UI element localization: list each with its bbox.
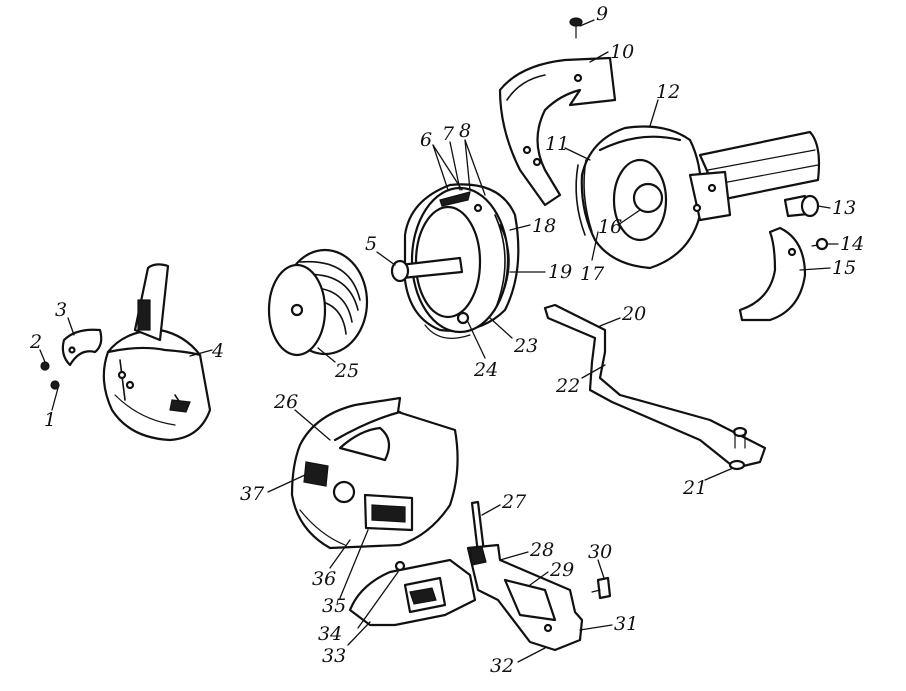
label-26: 26 (273, 391, 298, 413)
part-labels: 1 2 3 4 5 6 7 8 9 10 11 12 13 14 15 16 1… (29, 3, 864, 677)
label-11: 11 (545, 133, 569, 155)
label-1: 1 (44, 409, 56, 431)
label-35: 35 (322, 595, 346, 617)
label-12: 12 (656, 81, 680, 103)
label-10: 10 (610, 41, 634, 63)
part-screw-2 (40, 361, 50, 371)
label-13: 13 (832, 197, 856, 219)
label-37: 37 (240, 483, 265, 505)
label-27: 27 (501, 491, 527, 513)
label-8: 8 (459, 120, 471, 142)
label-30: 30 (588, 541, 612, 563)
part-pin (470, 500, 486, 555)
label-14: 14 (840, 233, 864, 255)
part-screw-30 (591, 576, 612, 600)
label-9: 9 (596, 3, 608, 25)
label-19: 19 (548, 261, 572, 283)
label-18: 18 (532, 215, 556, 237)
label-33: 33 (322, 645, 346, 667)
label-25: 25 (334, 360, 359, 382)
leader-lines (39, 19, 839, 663)
label-28: 28 (529, 539, 554, 561)
part-screw-14 (811, 237, 829, 251)
part-hook-holder (575, 125, 821, 270)
part-shoe (738, 226, 807, 322)
part-bracket (498, 56, 617, 207)
part-lever (543, 303, 767, 471)
label-4: 4 (211, 340, 224, 362)
part-plate (466, 543, 584, 652)
label-34: 34 (318, 623, 342, 645)
part-hook-body (290, 396, 459, 550)
label-6: 6 (420, 129, 432, 151)
label-31: 31 (614, 613, 638, 635)
label-5: 5 (365, 233, 377, 255)
label-17: 17 (580, 263, 605, 285)
label-32: 32 (490, 655, 514, 677)
label-20: 20 (621, 303, 646, 325)
label-29: 29 (549, 559, 574, 581)
part-bobbin-case (102, 263, 212, 442)
label-15: 15 (832, 257, 856, 279)
part-screw-9 (569, 17, 583, 39)
part-cover-plate (348, 558, 477, 627)
label-16: 16 (598, 216, 622, 238)
part-hook (390, 183, 520, 339)
part-bobbin (267, 248, 369, 357)
label-24: 24 (473, 359, 498, 381)
part-screw-1 (50, 380, 60, 390)
label-7: 7 (442, 123, 455, 145)
label-3: 3 (55, 299, 67, 321)
label-23: 23 (513, 335, 538, 357)
part-latch-spring (61, 328, 103, 367)
part-screw-13 (783, 194, 820, 218)
label-21: 21 (682, 477, 707, 499)
label-36: 36 (312, 568, 336, 590)
label-22: 22 (555, 375, 580, 397)
label-2: 2 (29, 331, 42, 353)
